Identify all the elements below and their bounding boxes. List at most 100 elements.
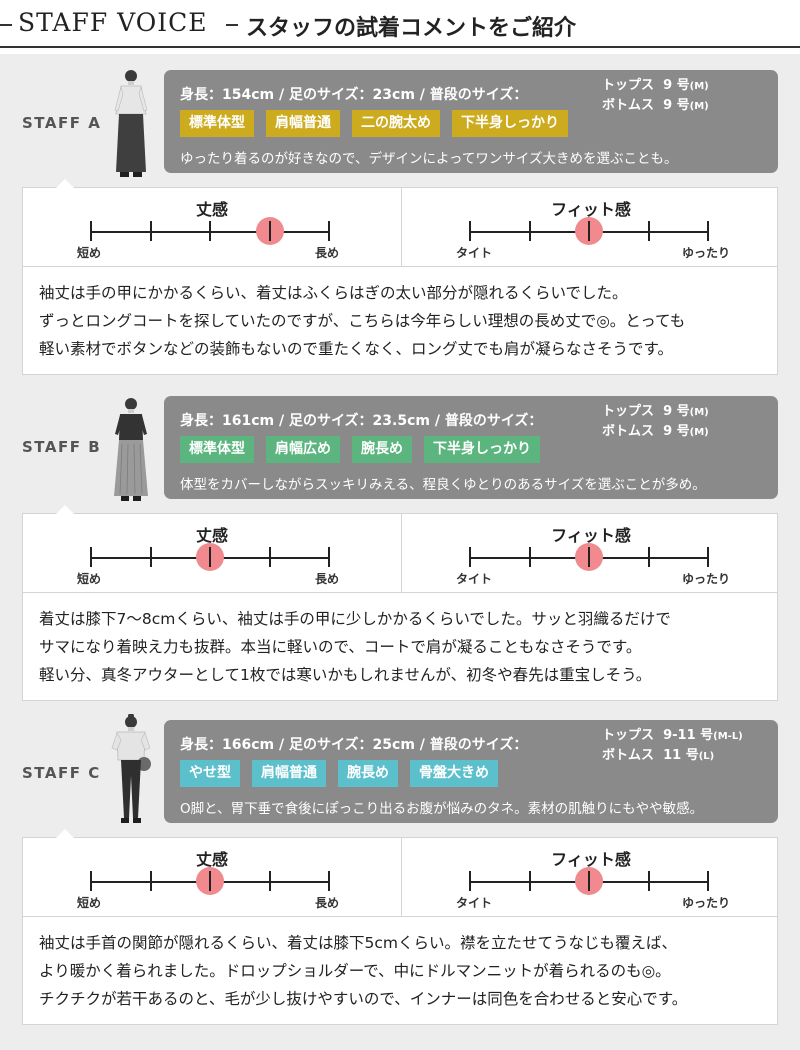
scale-tick — [328, 871, 330, 891]
comment-line: 着丈は膝下7〜8cmくらい、袖丈は手の甲に少しかかるくらいでした。サッと羽織るだ… — [39, 610, 671, 628]
bottoms-label: ボトムス — [602, 98, 655, 113]
staff-comment: 袖丈は手の甲にかかるくらい、着丈はふくらはぎの太い部分が隠れるくらいでした。 ず… — [22, 267, 778, 375]
usual-size: トップス 9-11 号(M-L) ボトムス 11 号(L) — [602, 726, 743, 766]
scale-tick — [149, 547, 152, 567]
body-type-tag: 腕長め — [352, 436, 412, 463]
speech-notch — [56, 179, 74, 188]
body-type-tag: 肩幅普通 — [252, 760, 326, 787]
fit-scales: 丈感 短め 長め フィット感 — [22, 179, 778, 267]
body-type-tag: 肩幅普通 — [266, 110, 340, 137]
scale-marker-tick — [268, 221, 271, 241]
scale-tick — [90, 221, 92, 241]
length-scale-title: 丈感 — [195, 526, 228, 545]
staff-a-figure-image — [114, 70, 148, 177]
tops-label: トップス — [602, 728, 655, 743]
fit-scale: フィット感 タイト ゆったり — [402, 838, 780, 916]
body-type-tags: やせ型 肩幅普通 腕長め 骨盤大きめ — [180, 760, 510, 787]
scale-tick — [268, 547, 271, 567]
scale-tick — [528, 871, 531, 891]
staff-size-note: O脚と、胃下垂で食後にぽっこり出るお腹が悩みのタネ。素材の肌触りにもやや敏感。 — [180, 801, 704, 817]
scale-tick — [469, 547, 471, 567]
fit-scale-title: フィット感 — [551, 850, 631, 869]
body-type-tag: 下半身しっかり — [424, 436, 540, 463]
scale-tick — [268, 871, 271, 891]
comment-line: チクチクが若干あるのと、毛が少し抜けやすいので、インナーは同色を合わせると安心で… — [39, 990, 688, 1008]
length-scale-title: 丈感 — [195, 200, 228, 219]
staff-comment: 袖丈は手首の関節が隠れるくらい、着丈は膝下5cmくらい。襟を立たせてうなじも覆え… — [22, 917, 778, 1025]
scale-tick — [647, 221, 650, 241]
staff-info-box: 身長：161cm / 足のサイズ：23.5cm / 普段のサイズ： トップス 9… — [164, 396, 778, 499]
staff-c-figure-image — [111, 714, 151, 823]
staff-section-b: STAFF B 身長：161cm / 足のサイズ：23.5cm / 普段のサイズ… — [0, 380, 800, 710]
scale-divider — [401, 514, 402, 592]
scale-tick — [647, 871, 650, 891]
comment-line: 袖丈は手の甲にかかるくらい、着丈はふくらはぎの太い部分が隠れるくらいでした。 — [39, 284, 628, 302]
body-type-tag: 肩幅広め — [266, 436, 340, 463]
comment-line: 軽い素材でボタンなどの装飾もないので重たくなく、ロング丈でも肩が凝らなさそうです… — [39, 340, 673, 358]
staff-measurements: 身長：161cm / 足のサイズ：23.5cm / 普段のサイズ： — [180, 413, 543, 429]
scale-divider — [401, 188, 402, 266]
usual-size: トップス 9 号(M) ボトムス 9 号(M) — [602, 402, 709, 442]
staff-comment: 着丈は膝下7〜8cmくらい、袖丈は手の甲に少しかかるくらいでした。サッと羽織るだ… — [22, 593, 778, 701]
fit-scale-title: フィット感 — [551, 200, 631, 219]
scale-tick — [469, 871, 471, 891]
tops-size: 9 号 — [663, 404, 690, 419]
scale-marker-tick — [588, 547, 590, 567]
staff-info-box: 身長：166cm / 足のサイズ：25cm / 普段のサイズ： トップス 9-1… — [164, 720, 778, 823]
comment-line: ずっとロングコートを探していたのですが、こちらは今年らしい理想の長め丈で◎。とっ… — [39, 312, 686, 330]
speech-notch — [56, 829, 74, 838]
staff-label: STAFF B — [22, 438, 102, 456]
fit-scale-title: フィット感 — [551, 526, 631, 545]
bottoms-label: ボトムス — [602, 748, 655, 763]
bottoms-label: ボトムス — [602, 424, 655, 439]
length-scale: 丈感 短め 長め — [23, 838, 401, 916]
fit-loose-label: ゆったり — [682, 572, 731, 586]
scale-tick — [528, 221, 531, 241]
scale-tick — [647, 547, 650, 567]
bottoms-size: 11 号 — [663, 748, 699, 763]
length-long-label: 長め — [315, 572, 340, 586]
body-type-tag: 腕長め — [338, 760, 398, 787]
staff-measurements: 身長：166cm / 足のサイズ：25cm / 普段のサイズ： — [180, 737, 528, 753]
tops-size-note: (M-L) — [713, 731, 743, 742]
scale-tick — [90, 547, 92, 567]
body-type-tags: 標準体型 肩幅普通 二の腕太め 下半身しっかり — [180, 110, 580, 137]
tops-size-note: (M) — [689, 81, 709, 92]
scale-tick — [328, 547, 330, 567]
comment-line: より暖かく着られました。ドロップショルダーで、中にドルマンニットが着られるのも◎… — [39, 962, 671, 980]
header-rule — [0, 46, 800, 48]
header-dash-middle — [226, 24, 238, 26]
body-type-tag: やせ型 — [180, 760, 240, 787]
bottoms-size: 9 号 — [663, 98, 690, 113]
length-short-label: 短め — [77, 572, 102, 586]
body-type-tag: 標準体型 — [180, 436, 254, 463]
tops-size: 9 号 — [663, 78, 690, 93]
speech-notch — [56, 505, 74, 514]
tops-size-note: (M) — [689, 407, 709, 418]
fit-scale: フィット感 タイト ゆったり — [402, 514, 780, 592]
scale-tick — [707, 547, 709, 567]
length-long-label: 長め — [315, 896, 340, 910]
comment-line: サマになり着映え力も抜群。本当に軽いので、コートで肩が凝ることもなさそうです。 — [39, 638, 642, 656]
scale-divider — [401, 838, 402, 916]
fit-loose-label: ゆったり — [682, 896, 731, 910]
fit-tight-label: タイト — [456, 896, 493, 910]
length-scale: 丈感 短め 長め — [23, 514, 401, 592]
staff-size-note: 体型をカバーしながらスッキリみえる、程良くゆとりのあるサイズを選ぶことが多め。 — [180, 477, 706, 493]
scale-tick — [149, 871, 152, 891]
scale-marker-tick — [209, 547, 211, 567]
staff-info-box: 身長：154cm / 足のサイズ：23cm / 普段のサイズ： トップス 9 号… — [164, 70, 778, 173]
length-scale: 丈感 短め 長め — [23, 188, 401, 266]
body-type-tags: 標準体型 肩幅広め 腕長め 下半身しっかり — [180, 436, 552, 463]
header-title-jp: スタッフの試着コメントをご紹介 — [246, 16, 577, 41]
staff-label: STAFF C — [22, 764, 101, 782]
length-scale-title: 丈感 — [195, 850, 228, 869]
scale-tick — [707, 871, 709, 891]
scale-marker-tick — [588, 871, 590, 891]
fit-scales: 丈感 短め 長め フィット感 — [22, 505, 780, 593]
bottoms-size-note: (M) — [689, 427, 709, 438]
comment-line: 軽い分、真冬アウターとして1枚では寒いかもしれませんが、初冬や春先は重宝しそう。 — [39, 666, 652, 684]
scale-tick — [528, 547, 531, 567]
scale-marker-tick — [209, 871, 211, 891]
bottoms-size-note: (M) — [689, 101, 709, 112]
